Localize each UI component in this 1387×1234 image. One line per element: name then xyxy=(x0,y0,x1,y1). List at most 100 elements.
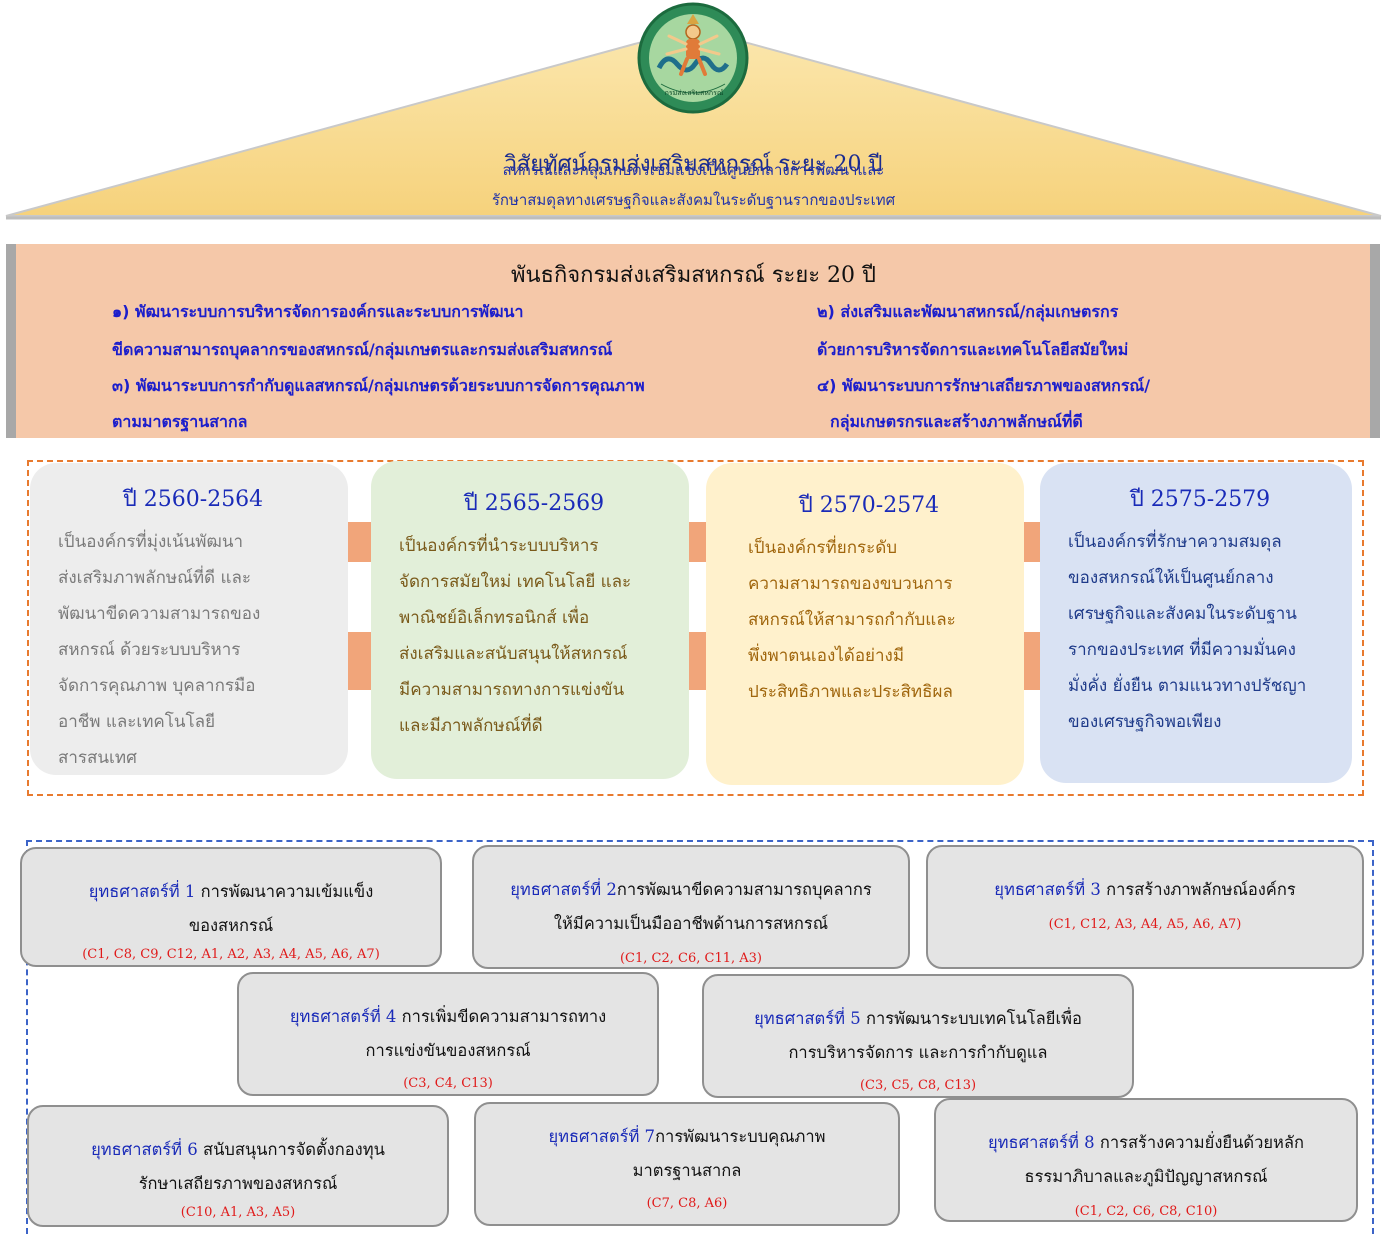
period-description: เป็นองค์กรที่นำระบบบริหาร จัดการสมัยใหม่… xyxy=(399,528,669,744)
period-line: มั่งคั่ง ยั่งยืน ตามแนวทางปรัชญา xyxy=(1068,676,1307,696)
vision-title: วิสัยทัศน์กรมส่งเสริมสหกรณ์ ระยะ 20 ปี xyxy=(504,152,883,177)
strategy-label: ยุทธศาสตร์ที่ 5 xyxy=(754,1009,861,1028)
period-line: เป็นองค์กรที่รักษาความสมดุล xyxy=(1068,532,1282,552)
strategy-title-line-1: ยุทธศาสตร์ที่ 4 การเพิ่มขีดความสามารถทาง xyxy=(239,1000,657,1034)
strategy-title-line-1: ยุทธศาสตร์ที่ 8 การสร้างความยั่งยืนด้วยห… xyxy=(936,1126,1356,1160)
strategy-codes: (C7, C8, A6) xyxy=(646,1196,728,1211)
period-connector xyxy=(347,522,373,562)
strategy-label: ยุทธศาสตร์ที่ 4 xyxy=(289,1007,397,1026)
strategy-card-1: ยุทธศาสตร์ที่ 1 การพัฒนาความเข้มแข็ง ของ… xyxy=(20,847,442,967)
strategy-label: ยุทธศาสตร์ที่ 1 xyxy=(88,882,196,901)
strategy-title-line-1: ยุทธศาสตร์ที่ 6 สนับสนุนการจัดตั้งกองทุน xyxy=(29,1133,447,1167)
period-card-2575-2579: ปี 2575-2579 เป็นองค์กรที่รักษาความสมดุล… xyxy=(1040,463,1352,783)
strategy-title-line-1: ยุทธศาสตร์ที่ 5 การพัฒนาระบบเทคโนโลยีเพื… xyxy=(704,1002,1132,1036)
strategy-title-line-1: ยุทธศาสตร์ที่ 2การพัฒนาขีดความสามารถบุคล… xyxy=(474,873,908,907)
period-line: มีความสามารถทางการแข่งขัน xyxy=(399,680,625,700)
strategy-text: การสร้างความยั่งยืนด้วยหลัก xyxy=(1094,1133,1304,1152)
strategy-card-6: ยุทธศาสตร์ที่ 6 สนับสนุนการจัดตั้งกองทุน… xyxy=(27,1105,449,1227)
mission-band xyxy=(6,244,1380,438)
period-line: จัดการสมัยใหม่ เทคโนโลยี และ xyxy=(399,572,632,592)
mission-item-2-line-1: ๒) ส่งเสริมและพัฒนาสหกรณ์/กลุ่มเกษตรกร xyxy=(817,302,1119,321)
deity-emblem-icon xyxy=(637,2,749,114)
period-line: เศรษฐกิจและสังคมในระดับฐาน xyxy=(1068,604,1297,624)
period-connector xyxy=(347,632,373,690)
period-line: ความสามารถของขบวนการ xyxy=(748,574,953,594)
period-line: และมีภาพลักษณ์ที่ดี xyxy=(399,716,543,736)
strategy-text: การสร้างภาพลักษณ์องค์กร xyxy=(1100,880,1296,899)
mission-item-1-line-2: ขีดความสามารถบุคลากรของสหกรณ์/กลุ่มเกษตร… xyxy=(112,340,613,359)
period-line: ส่งเสริมภาพลักษณ์ที่ดี และ xyxy=(58,568,252,588)
strategy-label: ยุทธศาสตร์ที่ 3 xyxy=(994,880,1101,899)
period-line: พาณิชย์อิเล็กทรอนิกส์ เพื่อ xyxy=(399,608,590,628)
strategy-title-line-2: การบริหารจัดการ และการกำกับดูแล xyxy=(788,1043,1048,1062)
period-card-2560-2564: ปี 2560-2564 เป็นองค์กรที่มุ่งเน้นพัฒนา … xyxy=(30,463,348,775)
strategy-title-line-2: การแข่งขันของสหกรณ์ xyxy=(365,1041,531,1060)
vision-statement-line-2: รักษาสมดุลทางเศรษฐกิจและสังคมในระดับฐานร… xyxy=(491,191,896,209)
strategy-title-line-2: ธรรมาภิบาลและภูมิปัญญาสหกรณ์ xyxy=(1024,1167,1268,1186)
period-line: พึ่งพาตนเองได้อย่างมี xyxy=(748,646,905,666)
strategy-text: การพัฒนาระบบเทคโนโลยีเพื่อ xyxy=(860,1009,1082,1028)
period-year: ปี 2570-2574 xyxy=(798,493,940,518)
period-line: พัฒนาขีดความสามารถของ xyxy=(58,604,261,624)
strategy-card-2: ยุทธศาสตร์ที่ 2การพัฒนาขีดความสามารถบุคล… xyxy=(472,845,910,969)
strategy-frame xyxy=(26,840,1374,1234)
strategy-title-line-1: ยุทธศาสตร์ที่ 1 การพัฒนาความเข้มแข็ง xyxy=(22,875,440,909)
strategy-codes: (C1, C2, C6, C8, C10) xyxy=(1074,1204,1218,1219)
mission-item-4-line-1: ๔) พัฒนาระบบการรักษาเสถียรภาพของสหกรณ์/ xyxy=(817,376,1151,395)
period-year: ปี 2560-2564 xyxy=(122,487,264,512)
period-line: สหกรณ์ให้สามารถกำกับและ xyxy=(748,610,956,630)
period-card-2570-2574: ปี 2570-2574 เป็นองค์กรที่ยกระดับ ความสา… xyxy=(706,463,1024,785)
strategy-codes: (C1, C8, C9, C12, A1, A2, A3, A4, A5, A6… xyxy=(82,947,380,962)
strategy-codes: (C1, C2, C6, C11, A3) xyxy=(619,951,762,966)
strategy-title-line-2: ของสหกรณ์ xyxy=(188,916,274,935)
period-line: ประสิทธิภาพและประสิทธิผล xyxy=(748,682,953,702)
strategy-text: การพัฒนาระบบคุณภาพ xyxy=(655,1127,826,1146)
mission-item-1-line-1: ๑) พัฒนาระบบการบริหารจัดการองค์กรและระบบ… xyxy=(112,302,524,321)
vision-statement-line-1: สหกรณ์และกลุ่มเกษตรเข้มแข็งเป็นศูนย์กลาง… xyxy=(502,161,885,179)
period-connector xyxy=(1022,522,1042,562)
period-line: อาชีพ และเทคโนโลยี xyxy=(58,712,216,732)
period-line: ส่งเสริมและสนับสนุนให้สหกรณ์ xyxy=(399,644,628,664)
period-connector xyxy=(688,632,708,690)
emblem-seal-text: กรมส่งเสริมสหกรณ์ xyxy=(664,89,724,97)
period-line: เป็นองค์กรที่นำระบบบริหาร xyxy=(399,536,599,556)
period-line: รากของประเทศ ที่มีความมั่นคง xyxy=(1068,640,1296,660)
strategy-title-line-2: ให้มีความเป็นมืออาชีพด้านการสหกรณ์ xyxy=(553,914,829,933)
strategy-codes: (C3, C5, C8, C13) xyxy=(859,1078,977,1093)
vision-roof xyxy=(5,26,1382,220)
strategy-card-7: ยุทธศาสตร์ที่ 7การพัฒนาระบบคุณภาพ มาตรฐา… xyxy=(474,1102,900,1226)
strategy-text: การเพิ่มขีดความสามารถทาง xyxy=(396,1007,607,1026)
mission-title: พันธกิจกรมส่งเสริมสหกรณ์ ระยะ 20 ปี xyxy=(510,263,876,288)
strategy-card-3: ยุทธศาสตร์ที่ 3 การสร้างภาพลักษณ์องค์กร … xyxy=(926,845,1364,969)
strategy-codes: (C1, C12, A3, A4, A5, A6, A7) xyxy=(1048,917,1242,932)
strategy-text: การพัฒนาขีดความสามารถบุคลากร xyxy=(616,880,872,899)
period-line: จัดการคุณภาพ บุคลากรมือ xyxy=(58,676,256,696)
mission-item-2-line-2: ด้วยการบริหารจัดการและเทคโนโลยีสมัยใหม่ xyxy=(817,340,1129,359)
strategy-label: ยุทธศาสตร์ที่ 8 xyxy=(988,1133,1095,1152)
period-description: เป็นองค์กรที่รักษาความสมดุล ของสหกรณ์ให้… xyxy=(1068,524,1332,740)
strategy-text: การพัฒนาความเข้มแข็ง xyxy=(195,882,374,901)
period-description: เป็นองค์กรที่มุ่งเน้นพัฒนา ส่งเสริมภาพลั… xyxy=(58,524,328,776)
strategy-card-4: ยุทธศาสตร์ที่ 4 การเพิ่มขีดความสามารถทาง… xyxy=(237,972,659,1096)
strategy-codes: (C3, C4, C13) xyxy=(403,1076,493,1091)
period-line: เป็นองค์กรที่ยกระดับ xyxy=(748,538,898,558)
strategy-title-line-2: มาตรฐานสากล xyxy=(632,1161,742,1180)
strategy-codes: (C10, A1, A3, A5) xyxy=(180,1205,296,1220)
period-line: เป็นองค์กรที่มุ่งเน้นพัฒนา xyxy=(58,532,244,552)
strategy-label: ยุทธศาสตร์ที่ 2 xyxy=(510,880,617,899)
strategy-title-line-2: รักษาเสถียรภาพของสหกรณ์ xyxy=(138,1174,338,1193)
period-year: ปี 2565-2569 xyxy=(463,491,605,516)
period-line: สารสนเทศ xyxy=(58,748,137,768)
period-frame xyxy=(27,460,1364,796)
strategy-title-line-1: ยุทธศาสตร์ที่ 7การพัฒนาระบบคุณภาพ xyxy=(476,1120,898,1154)
period-line: สหกรณ์ ด้วยระบบบริหาร xyxy=(58,640,241,660)
strategy-text: สนับสนุนการจัดตั้งกองทุน xyxy=(197,1140,385,1159)
period-connector xyxy=(688,522,708,562)
strategy-card-5: ยุทธศาสตร์ที่ 5 การพัฒนาระบบเทคโนโลยีเพื… xyxy=(702,974,1134,1098)
period-line: ของเศรษฐกิจพอเพียง xyxy=(1068,712,1222,732)
strategy-title-line-1: ยุทธศาสตร์ที่ 3 การสร้างภาพลักษณ์องค์กร xyxy=(928,873,1362,907)
mission-item-4-line-2: กลุ่มเกษตรกรและสร้างภาพลักษณ์ที่ดี xyxy=(830,412,1083,431)
period-description: เป็นองค์กรที่ยกระดับ ความสามารถของขบวนกา… xyxy=(734,530,1004,710)
period-connector xyxy=(1022,632,1042,690)
strategy-label: ยุทธศาสตร์ที่ 7 xyxy=(548,1127,656,1146)
